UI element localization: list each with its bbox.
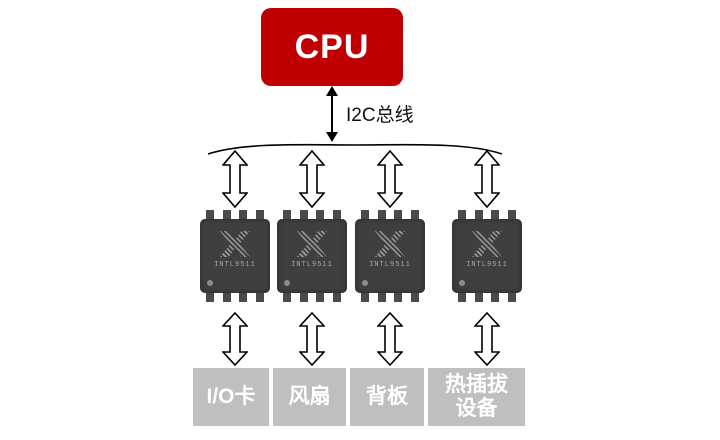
device-label: 背板 xyxy=(366,384,408,408)
chip-4: INTL9511 xyxy=(452,210,522,302)
pin1-dot-icon xyxy=(207,280,213,286)
chip-pins-top xyxy=(452,210,522,219)
chip-device-arrow-1-icon xyxy=(221,311,249,367)
chip-pins-top xyxy=(200,210,270,219)
pin1-dot-icon xyxy=(362,280,368,286)
bus-line xyxy=(205,139,505,164)
bus-label: I2C总线 xyxy=(346,105,414,126)
bus-chip-arrow-1-icon xyxy=(221,149,249,209)
pin1-dot-icon xyxy=(459,280,465,286)
chip-device-arrow-2-icon xyxy=(298,311,326,367)
device-label: I/O卡 xyxy=(206,384,256,408)
device-box-backplane: 背板 xyxy=(350,368,424,426)
cpu-box: CPU xyxy=(261,8,403,86)
device-box-io-card: I/O卡 xyxy=(193,368,269,426)
chip-pins-bottom xyxy=(452,293,522,302)
chip-part-number: INTL9511 xyxy=(466,261,508,269)
chip-pins-top xyxy=(355,210,425,219)
pin1-dot-icon xyxy=(284,280,290,286)
bus-chip-arrow-3-icon xyxy=(376,149,404,209)
chip-1: INTL9511 xyxy=(200,210,270,302)
chip-x-logo-icon xyxy=(297,231,327,257)
bus-chip-arrow-4-icon xyxy=(473,149,501,209)
chip-pins-bottom xyxy=(355,293,425,302)
chip-part-number: INTL9511 xyxy=(214,261,256,269)
chip-pins-bottom xyxy=(200,293,270,302)
device-label: 风扇 xyxy=(288,384,331,408)
cpu-label: CPU xyxy=(294,27,370,66)
chip-2: INTL9511 xyxy=(277,210,347,302)
chip-body: INTL9511 xyxy=(452,219,522,293)
chip-pins-bottom xyxy=(277,293,347,302)
chip-body: INTL9511 xyxy=(355,219,425,293)
chip-body: INTL9511 xyxy=(277,219,347,293)
chip-device-arrow-3-icon xyxy=(376,311,404,367)
chip-3: INTL9511 xyxy=(355,210,425,302)
device-label: 热插拔设备 xyxy=(445,372,508,420)
device-box-hot-swap: 热插拔设备 xyxy=(428,368,525,426)
chip-x-logo-icon xyxy=(220,231,250,257)
chip-x-logo-icon xyxy=(472,231,502,257)
chip-part-number: INTL9511 xyxy=(369,261,411,269)
chip-x-logo-icon xyxy=(375,231,405,257)
bus-chip-arrow-2-icon xyxy=(298,149,326,209)
chip-body: INTL9511 xyxy=(200,219,270,293)
cpu-bus-double-arrow-icon xyxy=(322,86,342,147)
chip-pins-top xyxy=(277,210,347,219)
chip-part-number: INTL9511 xyxy=(291,261,333,269)
chip-device-arrow-4-icon xyxy=(473,311,501,367)
device-box-fan: 风扇 xyxy=(273,368,346,426)
